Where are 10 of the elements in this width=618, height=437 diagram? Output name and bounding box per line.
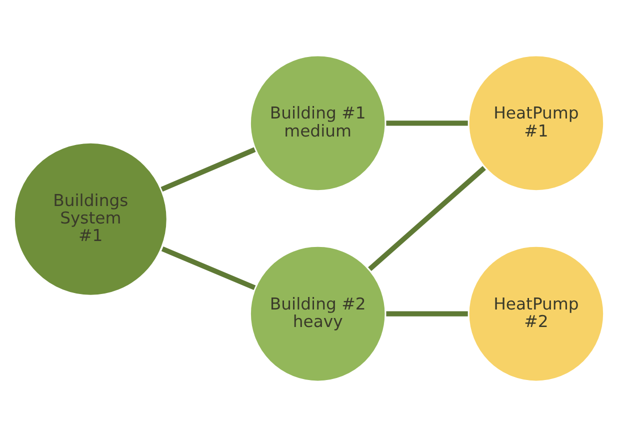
node-circle: HeatPump #1 — [466, 54, 606, 193]
node-circle: HeatPump #2 — [466, 244, 606, 384]
connector — [386, 120, 468, 126]
node-circle: Building #2 heavy — [248, 244, 388, 384]
node-circle: Building #1 medium — [248, 54, 388, 193]
connector — [160, 147, 256, 192]
node-circle: Buildings System #1 — [12, 140, 169, 298]
connector — [161, 246, 256, 290]
connector — [386, 311, 468, 316]
connector — [368, 166, 486, 271]
